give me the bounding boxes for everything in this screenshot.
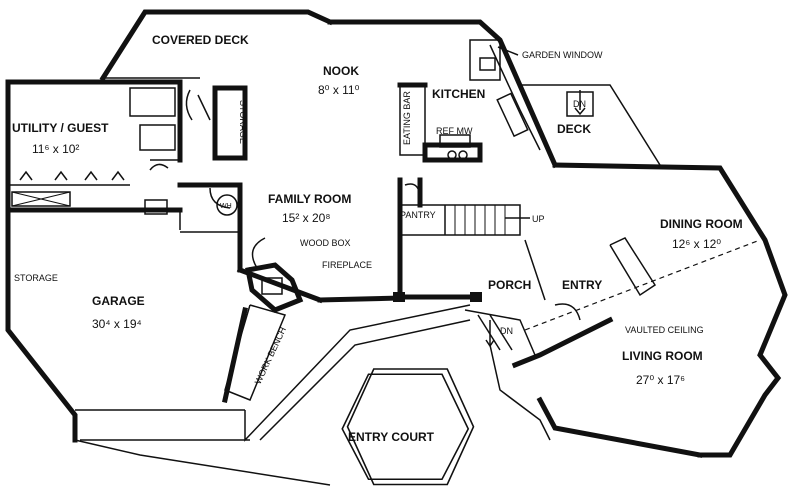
nook-dimensions: 8⁰ x 11⁰ [318,83,360,97]
eating-bar-label: EATING BAR [402,91,412,145]
kitchen-label: KITCHEN [432,87,485,101]
deck-dn-label: DN [573,99,586,109]
stairs-up-label: UP [532,214,545,224]
storage-closet-label: STORAGE [238,100,248,144]
fireplace [245,237,304,313]
nook-label: NOOK [323,64,359,78]
entry-court-label: ENTRY COURT [348,430,435,444]
living-room-dimensions: 27⁰ x 17⁶ [636,373,685,387]
entry-label: ENTRY [562,278,602,292]
living-room-label: LIVING ROOM [622,349,703,363]
dining-room-dimensions: 12⁶ x 12⁰ [672,237,721,251]
utility-guest-label: UTILITY / GUEST [12,121,109,135]
wood-box-label: WOOD BOX [300,238,351,248]
stairs [399,177,530,236]
porch-dn-label: DN [500,326,513,336]
family-room-walls [177,177,482,304]
fireplace-label: FIREPLACE [322,260,372,270]
pantry-label: PANTRY [400,210,436,220]
deck-outline [520,84,661,166]
dining-room [524,237,761,331]
work-bench-label: WORK BENCH [253,325,288,385]
entry-court [74,304,551,486]
garage-dimensions: 30⁴ x 19⁴ [92,317,142,331]
storage-closet [185,85,248,161]
kitchen-fixtures [397,39,541,163]
garage-label: GARAGE [92,294,145,308]
garden-window-label: GARDEN WINDOW [522,50,603,60]
work-bench [222,304,287,403]
porch-label: PORCH [488,278,531,292]
family-room-label: FAMILY ROOM [268,192,351,206]
utility-fixtures [8,79,183,215]
exterior-walls [5,19,788,458]
porch-entry [464,303,581,356]
water-heater-label: WH [220,203,232,210]
garage-storage-label: STORAGE [14,273,58,283]
covered-deck-label: COVERED DECK [152,33,249,47]
dining-room-label: DINING ROOM [660,217,743,231]
vaulted-ceiling-label: VAULTED CEILING [625,325,704,335]
ref-mw-label: REF MW [436,126,473,136]
family-room-dimensions: 15² x 20⁸ [282,211,330,225]
deck-label: DECK [557,122,591,136]
utility-dimensions: 11⁶ x 10² [32,142,79,156]
covered-deck-area [99,9,334,82]
